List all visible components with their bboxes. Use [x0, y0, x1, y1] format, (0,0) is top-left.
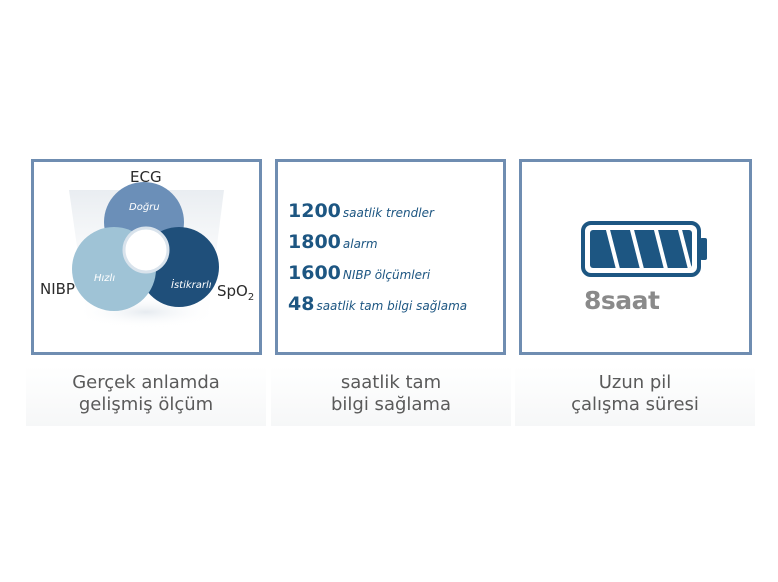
diagram-center [124, 228, 168, 272]
spec-text: alarm [342, 237, 378, 251]
caption-background [515, 366, 755, 426]
measurement-diagram-panel: ECG NIBP SpO2 Doğru Hızlı İstikrarlı [31, 159, 262, 355]
caption-background [26, 366, 266, 426]
segment-label-stable: İstikrarlı [171, 280, 212, 291]
spec-number: 1200 [288, 200, 341, 222]
caption-line: çalışma süresi [571, 394, 699, 415]
segment-label-fast: Hızlı [94, 273, 116, 284]
spec-number: 48 [288, 293, 315, 315]
battery-panel: 8saat [519, 159, 752, 355]
nibp-label: NIBP [40, 280, 75, 298]
spo2-label: SpO2 [217, 282, 255, 303]
measurement-cycle-diagram [69, 182, 224, 332]
segment-label-accurate: Doğru [129, 202, 160, 213]
spec-text: saatlik tam bilgi sağlama [316, 299, 468, 313]
diagram-center-ring [122, 226, 170, 274]
battery-full-icon [581, 221, 707, 277]
spec-number: 1600 [288, 262, 341, 284]
caption-advanced-measurement: Gerçek anlamda gelişmiş ölçüm [26, 372, 266, 416]
caption-battery-life: Uzun pil çalışma süresi [515, 372, 755, 416]
caption-line: Gerçek anlamda [72, 372, 220, 393]
caption-line: Uzun pil [598, 372, 672, 393]
caption-background [271, 366, 511, 426]
battery-duration-label: 8saat [584, 286, 660, 315]
caption-full-info: saatlik tam bilgi sağlama [271, 372, 511, 416]
spec-text: NIBP ölçümleri [342, 268, 431, 282]
ecg-label: ECG [130, 168, 162, 186]
spec-text: saatlik trendler [342, 206, 434, 220]
caption-line: saatlik tam [340, 372, 442, 393]
spec-number: 1800 [288, 231, 341, 253]
caption-line: gelişmiş ölçüm [78, 394, 214, 415]
caption-line: bilgi sağlama [330, 394, 451, 415]
